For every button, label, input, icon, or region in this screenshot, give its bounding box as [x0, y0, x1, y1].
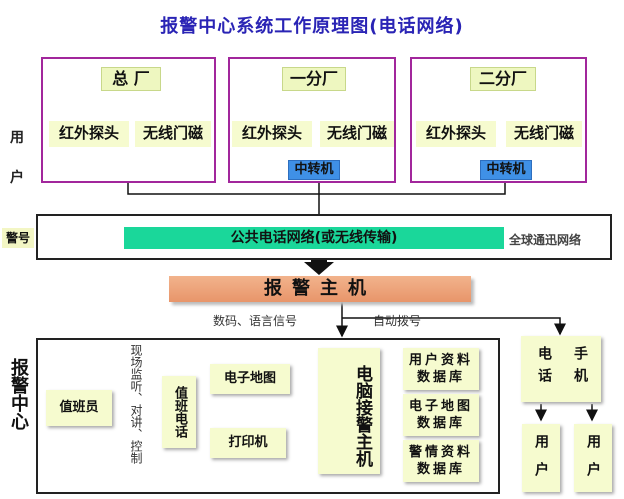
relay-unit: 中转机 — [480, 160, 532, 180]
duty-telephone: 值班电话 — [162, 376, 196, 448]
relay-unit: 中转机 — [288, 160, 340, 180]
infrared-sensor: 红外探头 — [232, 121, 312, 147]
printer: 打印机 — [210, 428, 286, 458]
telephone-label: 电话 — [536, 346, 552, 390]
infrared-sensor: 红外探头 — [416, 121, 496, 147]
infrared-sensor: 红外探头 — [49, 121, 129, 147]
mobile-phone-label: 手机 — [572, 346, 588, 390]
factory-title: 二分厂 — [470, 67, 536, 91]
auto-dial-label: 自动拨号 — [373, 314, 422, 328]
phone-mobile-box: 电话 手机 — [521, 336, 601, 402]
electronic-map: 电子地图 — [210, 364, 290, 394]
computer-alarm-host: 电脑接警主机 — [318, 348, 380, 474]
digital-voice-signal-label: 数码、语言信号 — [213, 314, 298, 328]
wireless-door-sensor: 无线门磁 — [506, 121, 582, 147]
alarm-host: 报警主机 — [169, 276, 471, 302]
alarm-info-database: 警情资料数据库 — [403, 440, 479, 482]
factory-title: 总 厂 — [101, 67, 161, 91]
user-data-database: 用户资料数据库 — [403, 348, 479, 390]
factory-title: 一分厂 — [282, 67, 346, 91]
alarm-siren-label: 警号 — [2, 228, 34, 248]
electronic-map-database: 电子地图数据库 — [403, 394, 479, 436]
monitor-talk-control-label: 现场监听、对讲、控制 — [129, 344, 143, 464]
user-side-label-1: 用 — [10, 130, 24, 146]
alarm-center-label: 报警中心 — [8, 358, 29, 430]
global-network-label: 全球通迅网络 — [509, 233, 582, 247]
factory-branch-1: 一分厂 红外探头 无线门磁 中转机 — [228, 57, 396, 183]
user-side-label-2: 户 — [10, 170, 24, 186]
factory-branch-2: 二分厂 红外探头 无线门磁 中转机 — [410, 57, 587, 183]
factory-main: 总 厂 红外探头 无线门磁 — [41, 57, 216, 183]
wireless-door-sensor: 无线门磁 — [320, 121, 394, 147]
end-user-mobile: 用户 — [574, 424, 612, 492]
duty-officer: 值班员 — [46, 390, 112, 426]
end-user-phone: 用户 — [522, 424, 560, 492]
public-phone-network: 公共电话网络(或无线传输) — [124, 227, 504, 249]
diagram-title: 报警中心系统工作原理图(电话网络) — [160, 16, 464, 37]
wireless-door-sensor: 无线门磁 — [135, 121, 211, 147]
